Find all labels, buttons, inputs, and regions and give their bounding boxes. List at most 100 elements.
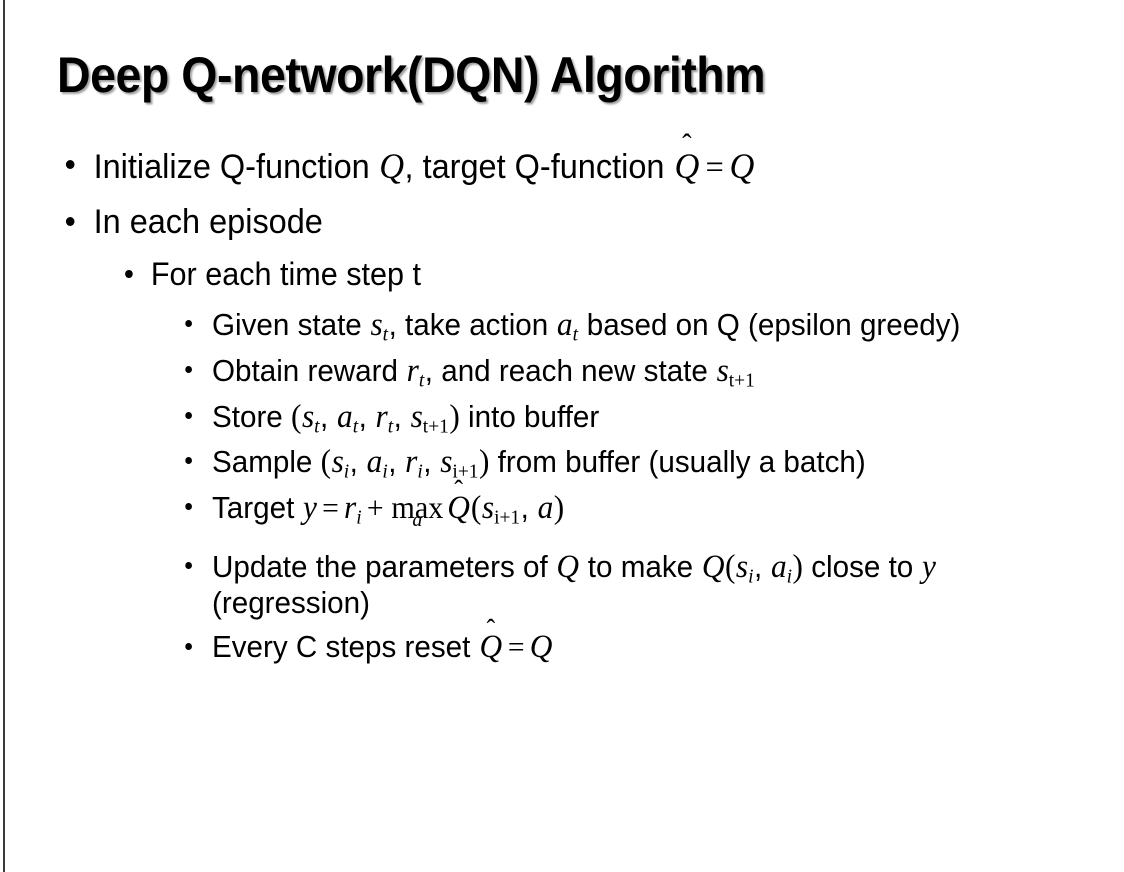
math-op-plus: +: [366, 490, 384, 526]
math-op-max-underset: a: [412, 507, 423, 532]
page-title: Deep Q-network(DQN) Algorithm: [57, 47, 766, 103]
text-run: ,: [388, 444, 405, 480]
text-run: Initialize Q-function: [93, 148, 379, 186]
math-var-s-next: st+1: [410, 398, 449, 437]
text-run: , take action: [388, 306, 557, 342]
math-paren-open: (: [291, 398, 302, 435]
math-var-r: rt: [406, 352, 425, 391]
math-paren-open: (: [320, 444, 332, 481]
text-run: (regression): [212, 584, 370, 620]
math-var-base: s: [481, 490, 495, 527]
math-paren-close: ): [478, 444, 490, 481]
math-subscript: t: [572, 323, 579, 346]
list-item-every-c-steps-reset: Every C steps reset ̂Q=Q: [0, 629, 1073, 666]
bullet-dot-icon: [185, 365, 192, 373]
math-var-qhat: ̂Q: [479, 629, 504, 666]
math-op-equals: =: [507, 629, 525, 665]
text-run: ,: [358, 398, 376, 434]
list-item-initialize: Initialize Q-function Q , target Q-functi…: [0, 146, 1073, 187]
math-var-y: y: [921, 548, 936, 585]
text-run: , target Q-function: [404, 148, 674, 186]
list-item-given-state: Given state st, take action at based on …: [0, 306, 1073, 346]
text-run: Given state: [212, 306, 370, 342]
math-subscript: i+1: [494, 507, 520, 529]
list-item-target-equation: Target y=ri+maxâQ(si+1, a): [0, 490, 1073, 530]
math-paren-open: (: [470, 490, 482, 527]
bullet-dot-icon: [185, 320, 192, 327]
text-run: Target: [212, 490, 303, 526]
math-var-s: si: [331, 444, 350, 484]
text-run: close to: [803, 548, 922, 584]
list-item-text: Sample (si, ai, ri, si+1) from buffer (u…: [212, 444, 1073, 484]
math-paren-close: ): [449, 398, 460, 435]
bullet-dot-icon: [185, 411, 192, 419]
math-var-y: y: [303, 490, 317, 527]
list-item-text: Given state st, take action at based on …: [212, 306, 1073, 346]
math-subscript: i: [343, 461, 350, 484]
math-var-a: ai: [770, 549, 793, 588]
bullet-dot-icon: [65, 216, 75, 226]
text-run: ,: [754, 548, 771, 584]
list-item-text: Obtain reward rt, and reach new state st…: [212, 352, 1073, 391]
math-subscript: t+1: [423, 415, 449, 437]
list-item-text: Every C steps reset ̂Q=Q: [212, 629, 1073, 666]
math-var-base: s: [410, 398, 423, 435]
text-run: , and reach new state: [424, 352, 717, 388]
list-item-text: For each time step t: [150, 256, 421, 293]
math-subscript-text: t+1: [728, 369, 755, 392]
math-var-a: at: [337, 399, 359, 437]
list-item-text: Initialize Q-function Q , target Q-functi…: [94, 146, 1074, 187]
bullet-dot-icon: [185, 642, 192, 650]
list-item-update-parameters: Update the parameters of Q to make Q(si,…: [0, 549, 1073, 621]
bullet-list: Initialize Q-function Q , target Q-functi…: [0, 146, 1124, 675]
bullet-dot-icon: [185, 503, 192, 511]
math-var-base: Q: [447, 490, 470, 527]
math-var-r: rt: [375, 399, 394, 438]
slide-left-edge-accent: [3, 0, 5, 872]
math-op-equals: =: [705, 149, 724, 186]
math-var-s: si: [735, 549, 754, 588]
math-subscript: t: [387, 415, 394, 438]
math-var-base: r: [344, 490, 357, 527]
text-run: ,: [349, 444, 367, 480]
math-subscript: i: [748, 565, 754, 588]
math-subscript: i: [382, 461, 388, 484]
list-item-text: Store (st, at, rt, st+1) into buffer: [212, 398, 1073, 438]
math-paren-close: ): [553, 490, 565, 527]
math-subscript: t: [382, 323, 389, 346]
math-subscript: i: [786, 565, 793, 588]
math-op-max-label: max: [391, 490, 444, 526]
list-item-store-transition: Store (st, at, rt, st+1) into buffer: [0, 399, 1073, 436]
math-var-base: a: [556, 306, 573, 343]
math-var-q: Q: [729, 146, 755, 186]
text-run: Update the parameters of: [212, 548, 556, 584]
list-item-obtain-reward: Obtain reward rt, and reach new state st…: [0, 352, 1073, 391]
math-var-base: r: [406, 352, 419, 389]
math-var-s: st: [301, 399, 320, 437]
text-run: to make: [579, 548, 702, 584]
math-var-base: a: [366, 444, 383, 481]
math-var-q: Q: [556, 548, 580, 585]
math-var-base: s: [440, 444, 453, 481]
list-item-in-each-episode: In each episode: [0, 203, 1073, 241]
text-run: based on Q (epsilon greedy): [578, 306, 961, 342]
text-run: Sample: [212, 444, 321, 480]
math-var-s-next: si+1: [481, 490, 520, 529]
math-var-a: at: [556, 306, 579, 346]
math-subscript: i+1: [452, 461, 478, 483]
math-var-r: ri: [344, 490, 363, 528]
text-run: ,: [520, 490, 538, 526]
math-var-q: Q: [701, 548, 725, 585]
text-run: Every C steps reset: [212, 629, 479, 665]
bullet-dot-icon: [185, 457, 192, 465]
text-run: Store: [212, 398, 292, 434]
text-run: ,: [320, 398, 337, 434]
math-var-a: a: [537, 490, 554, 527]
list-item-sample-batch: Sample (si, ai, ri, si+1) from buffer (u…: [0, 444, 1073, 484]
math-var-q: Q: [529, 629, 553, 666]
math-var-base: r: [405, 444, 418, 481]
math-subscript: t+1: [729, 369, 755, 391]
math-var-s: st: [370, 307, 389, 346]
